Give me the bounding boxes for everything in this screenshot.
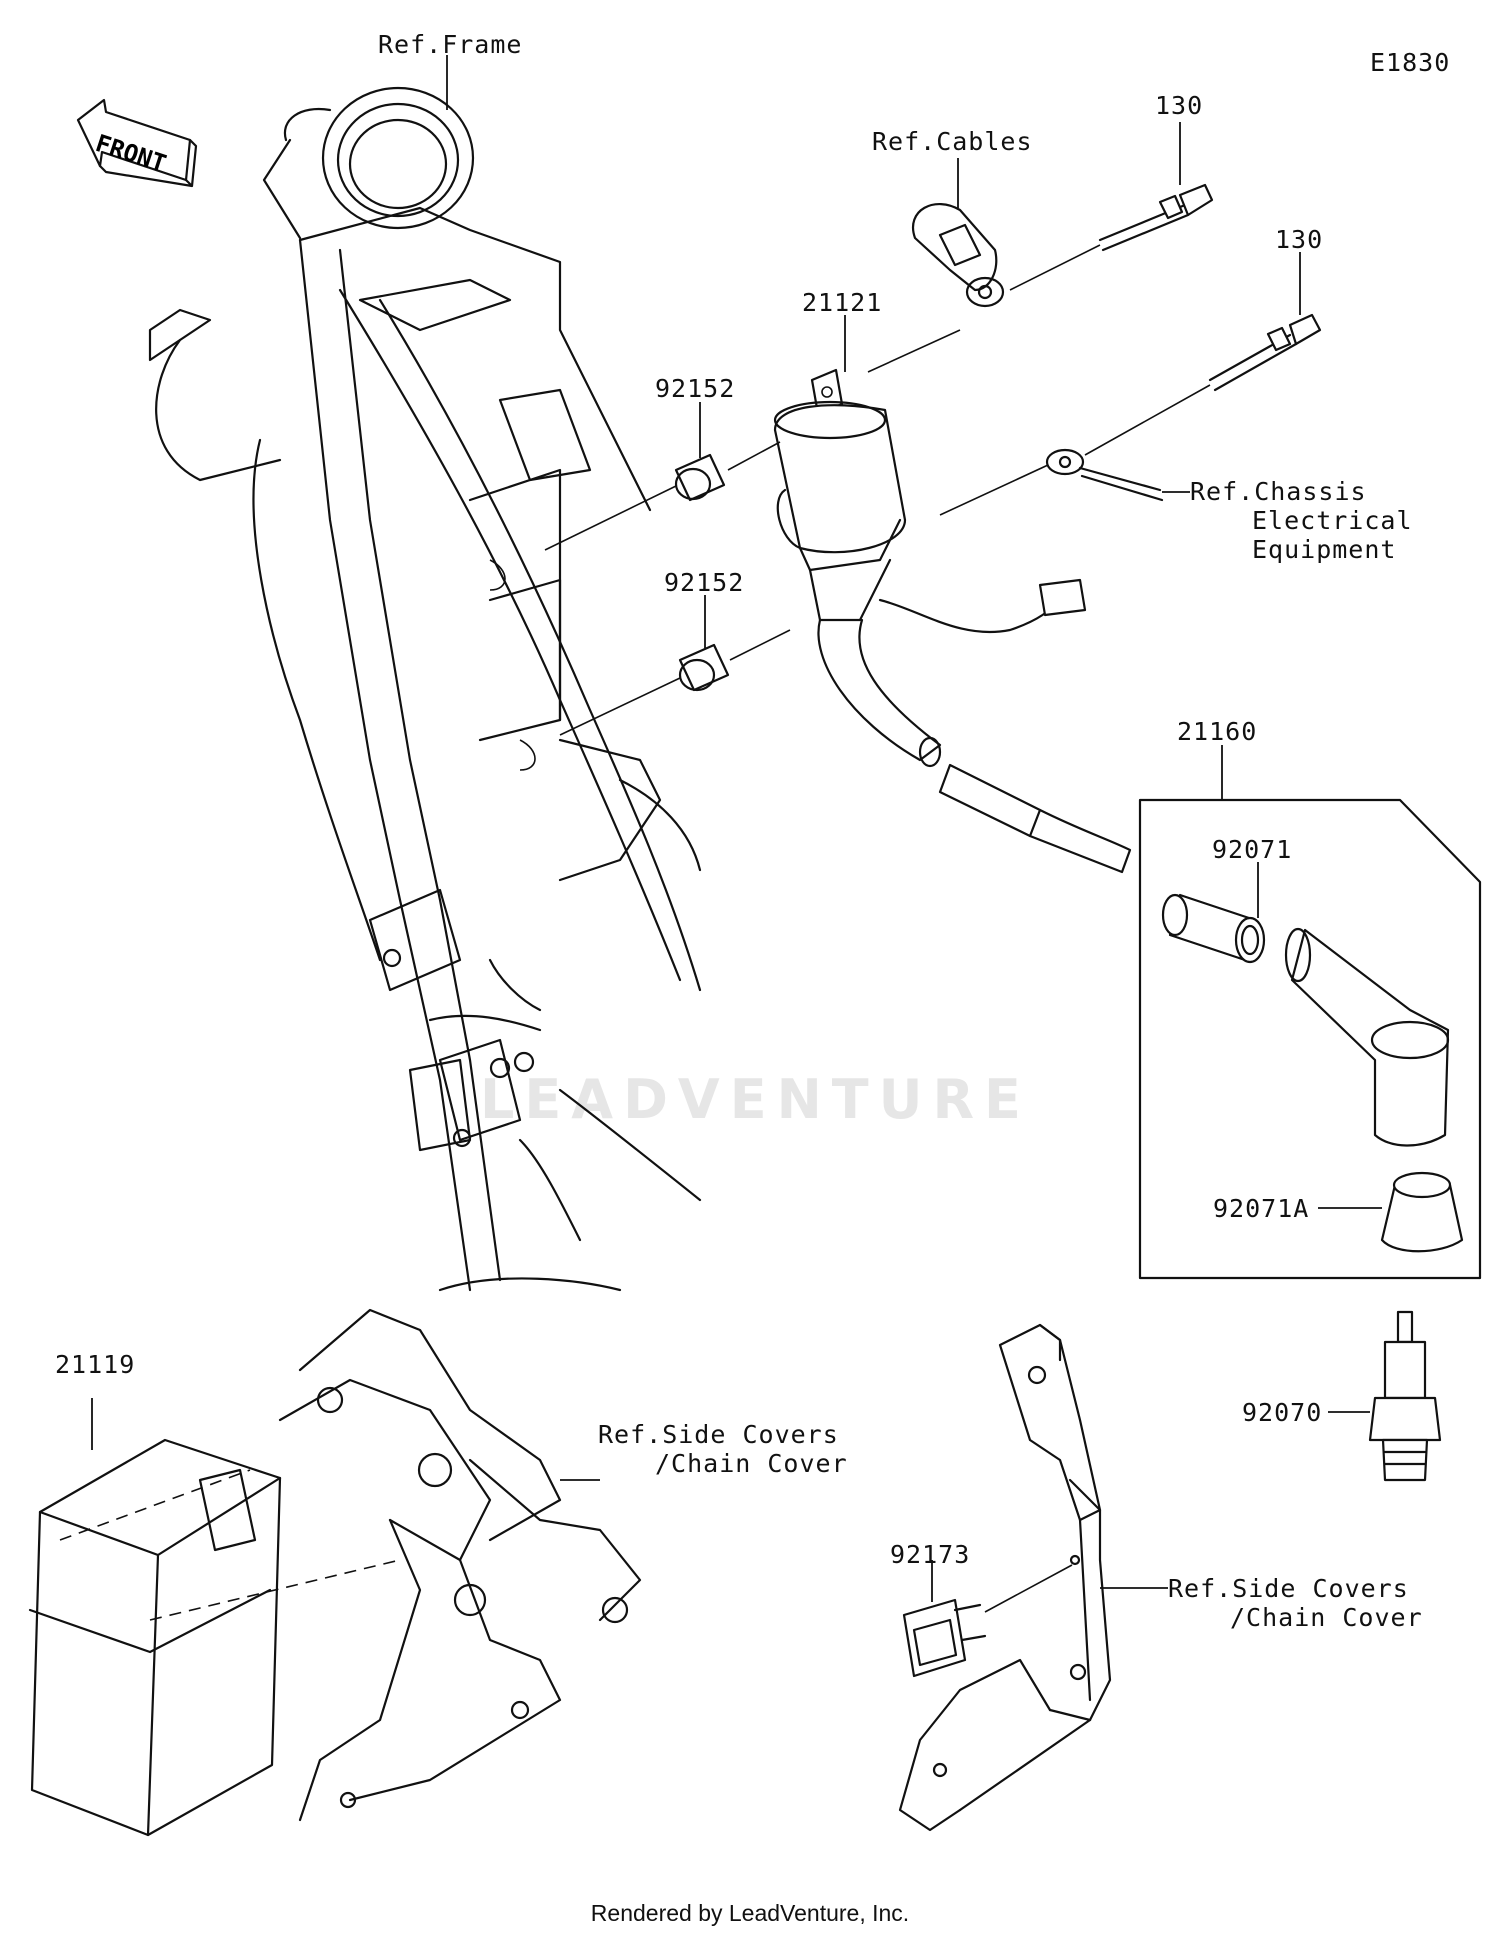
label-130-b: 130	[1275, 225, 1324, 254]
footer-credit: Rendered by LeadVenture, Inc.	[590, 1900, 910, 1926]
bolt-130-b	[1208, 313, 1322, 392]
right-bracket	[898, 1323, 1112, 1832]
cap-92071	[1161, 893, 1266, 964]
cap-92071a	[1380, 1171, 1464, 1253]
alignment-lines	[544, 244, 1211, 736]
label-ref-chassis-1: Ref.Chassis	[1190, 477, 1367, 506]
label-92071a: 92071A	[1213, 1194, 1310, 1223]
cap-assy-box	[1138, 798, 1482, 1280]
plug-cap-elbow	[1284, 927, 1450, 1147]
frame-drawing	[148, 86, 702, 1292]
label-92152-b: 92152	[664, 568, 745, 597]
label-ref-chassis-3: Equipment	[1252, 535, 1397, 564]
label-ref-side-covers-a-2: /Chain Cover	[655, 1449, 848, 1478]
label-130-a: 130	[1155, 91, 1204, 120]
label-92173: 92173	[890, 1540, 971, 1569]
ground-terminal	[1045, 448, 1164, 502]
clamp-92173	[902, 1598, 987, 1678]
label-21160: 21160	[1177, 717, 1258, 746]
alignment-line-92173	[984, 1564, 1073, 1613]
ignition-coil	[773, 368, 1132, 874]
label-ref-cables: Ref.Cables	[872, 127, 1033, 156]
label-ref-side-covers-b-2: /Chain Cover	[1230, 1603, 1423, 1632]
collar-92152-b	[678, 643, 730, 692]
front-arrow-icon: FRONT	[76, 98, 198, 188]
label-92070: 92070	[1242, 1398, 1323, 1427]
label-ref-frame: Ref.Frame	[378, 30, 523, 59]
label-21121: 21121	[802, 288, 883, 317]
label-ref-side-covers-a-1: Ref.Side Covers	[598, 1420, 839, 1449]
label-92152-a: 92152	[655, 374, 736, 403]
watermark: LEADVENTURE	[480, 1068, 1031, 1131]
label-21119: 21119	[55, 1350, 136, 1379]
diagram-code: E1830	[1370, 48, 1451, 77]
collar-92152-a	[674, 453, 726, 502]
cable-clamp	[912, 203, 1005, 308]
spark-plug	[1368, 1310, 1442, 1482]
cdi-bracket	[149, 1308, 642, 1822]
label-ref-side-covers-b-1: Ref.Side Covers	[1168, 1574, 1409, 1603]
cdi-unit	[28, 1438, 282, 1837]
label-ref-chassis-2: Electrical	[1252, 506, 1413, 535]
label-92071: 92071	[1212, 835, 1293, 864]
bolt-130-a	[1098, 183, 1214, 252]
